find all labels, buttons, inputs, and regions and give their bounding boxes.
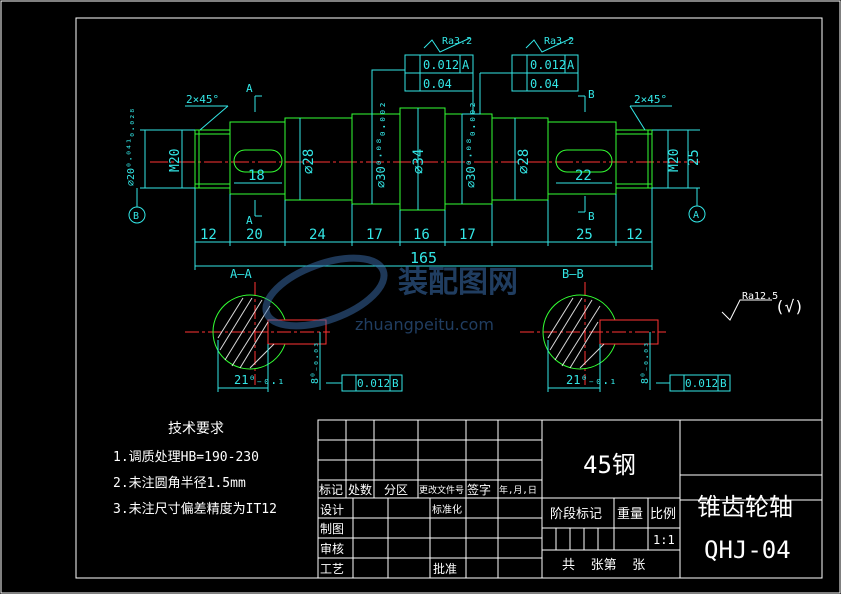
dim-chamfer-right: 2×45° bbox=[634, 93, 667, 106]
dim-overall: 165 bbox=[410, 249, 437, 267]
shaft-segment-thread-right bbox=[615, 129, 653, 189]
tb-approve: 批准 bbox=[433, 561, 457, 576]
dim-d30-left: ⌀30⁰·⁰⁸₀.₀₀₂ bbox=[374, 101, 388, 188]
dim-key-right: 22 bbox=[575, 168, 592, 184]
tol-right-datum: A bbox=[567, 58, 575, 72]
section-a-a: A—A 21⁰₋₀.₁ 8⁰₋₀.₀₃ 0.012 B bbox=[185, 267, 403, 392]
section-b-b: B—B 21⁰₋₀.₁ 8⁰₋₀.₀₃ 0.012 B bbox=[520, 267, 731, 392]
tb-header-mark: 标记 bbox=[319, 483, 343, 497]
tb-header-count: 处数 bbox=[348, 482, 372, 497]
tb-row-process: 工艺 bbox=[320, 562, 344, 576]
tech-req-item-1: 1.调质处理HB=190-230 bbox=[113, 450, 259, 465]
tb-drawing-no: QHJ-04 bbox=[704, 536, 791, 564]
dim-d20-tolerance: ⌀20⁰·⁰⁴¹₀.₀₂₈ bbox=[126, 108, 137, 186]
dim-len-2: 20 bbox=[246, 227, 263, 243]
tb-row-draw: 制图 bbox=[320, 522, 344, 536]
tb-header-zone: 分区 bbox=[384, 483, 408, 497]
tb-header-change: 更改文件号 bbox=[419, 484, 464, 496]
dim-d28-right: ⌀28 bbox=[516, 149, 532, 174]
tol-left-cyl: 0.04 bbox=[423, 77, 452, 91]
sec-b-width: 21⁰₋₀.₁ bbox=[566, 373, 617, 387]
tb-scale: 1:1 bbox=[653, 533, 675, 547]
section-b-title: B—B bbox=[562, 267, 584, 281]
dim-d30-right: ⌀30⁰·⁰⁸₀.₀₀₂ bbox=[464, 101, 478, 188]
tb-sheets: 共 张第 张 bbox=[562, 558, 645, 573]
tb-row-check: 审核 bbox=[320, 541, 344, 556]
tb-standardize: 标准化 bbox=[432, 503, 462, 516]
sec-a-datum: B bbox=[392, 377, 399, 390]
dim-len-8: 12 bbox=[626, 227, 643, 243]
dim-d25: 25 bbox=[686, 149, 702, 166]
dim-len-3: 24 bbox=[309, 227, 326, 243]
dim-m20-left: M20 bbox=[168, 149, 183, 172]
dim-d28-left: ⌀28 bbox=[301, 149, 317, 174]
datum-circle-left bbox=[128, 206, 146, 224]
tb-weight: 重量 bbox=[617, 506, 643, 522]
dim-m20-right: M20 bbox=[667, 149, 682, 172]
watermark-cn: 装配图网 bbox=[398, 265, 518, 300]
dim-key-left: 18 bbox=[248, 168, 265, 184]
dim-len-7: 25 bbox=[576, 227, 593, 243]
section-a-title: A—A bbox=[230, 267, 252, 281]
keyway-left bbox=[233, 149, 283, 173]
tb-stage-mark: 阶段标记 bbox=[550, 507, 602, 522]
datum-circle-right bbox=[688, 205, 706, 223]
diameter-dimension-lines bbox=[140, 108, 700, 210]
dim-len-6: 17 bbox=[459, 227, 476, 243]
tol-left-runout: 0.012 bbox=[423, 58, 459, 72]
tb-material: 45钢 bbox=[583, 451, 636, 479]
cut-a-bottom: A bbox=[246, 214, 253, 227]
watermark: 装配图网 zhuangpeitu.com bbox=[262, 254, 518, 334]
dim-chamfer-left: 2×45° bbox=[186, 93, 219, 106]
tb-row-design: 设计 bbox=[320, 503, 344, 517]
datum-label-left: B bbox=[133, 211, 139, 222]
tolerance-frame-right: 0.012 A 0.04 Ra3.2 bbox=[462, 36, 579, 115]
tolerance-frame-left: 0.012 A 0.04 Ra3.2 bbox=[371, 36, 474, 114]
length-dimension-lines bbox=[194, 188, 653, 270]
cut-b-bottom: B bbox=[588, 210, 595, 223]
sec-a-depth: 8⁰₋₀.₀₃ bbox=[310, 342, 321, 384]
cut-a-top: A bbox=[246, 82, 253, 95]
tb-header-date: 年,月,日 bbox=[499, 484, 537, 496]
dim-len-5: 16 bbox=[413, 227, 430, 243]
technical-requirements: 技术要求 1.调质处理HB=190-230 2.未注圆角半径1.5mm 3.未注… bbox=[113, 421, 277, 517]
datum-label-right: A bbox=[693, 210, 699, 221]
sec-a-sym: 0.012 bbox=[357, 377, 390, 390]
title-block: 标记 处数 分区 更改文件号 签字 年,月,日 设计 制图 审核 工艺 标准化 … bbox=[317, 419, 823, 579]
cut-b-top: B bbox=[588, 88, 595, 101]
tb-ratio: 比例 bbox=[650, 507, 676, 522]
tech-req-item-2: 2.未注圆角半径1.5mm bbox=[113, 476, 246, 491]
shaft-segment-thread-left bbox=[194, 129, 231, 189]
sec-b-depth: 8⁰₋₀.₀₃ bbox=[640, 342, 651, 384]
dim-len-1: 12 bbox=[200, 227, 217, 243]
dim-d34: ⌀34 bbox=[411, 149, 427, 174]
tb-header-sign: 签字 bbox=[467, 482, 491, 497]
sec-b-datum: B bbox=[720, 377, 727, 390]
general-roughness: Ra12.5 (√) bbox=[721, 291, 804, 321]
keyway-right bbox=[555, 149, 613, 173]
rough-general: Ra12.5 bbox=[742, 291, 778, 302]
rough-right: Ra3.2 bbox=[544, 36, 574, 47]
tol-right-runout: 0.012 bbox=[530, 58, 566, 72]
tech-req-title: 技术要求 bbox=[168, 421, 224, 437]
sec-a-width: 21⁰₋₀.₁ bbox=[234, 373, 285, 387]
shaft-segment-d28-left bbox=[284, 117, 353, 201]
watermark-en: zhuangpeitu.com bbox=[355, 315, 494, 334]
tol-left-datum: A bbox=[462, 58, 470, 72]
rough-left: Ra3.2 bbox=[442, 36, 472, 47]
dim-len-4: 17 bbox=[366, 227, 383, 243]
tb-part-name: 锥齿轮轴 bbox=[697, 493, 793, 521]
section-cut-markers bbox=[254, 95, 586, 217]
tol-right-cyl: 0.04 bbox=[530, 77, 559, 91]
tech-req-item-3: 3.未注尺寸偏差精度为IT12 bbox=[113, 501, 277, 517]
rough-general-symbol: (√) bbox=[775, 297, 804, 316]
sec-b-sym: 0.012 bbox=[685, 377, 718, 390]
